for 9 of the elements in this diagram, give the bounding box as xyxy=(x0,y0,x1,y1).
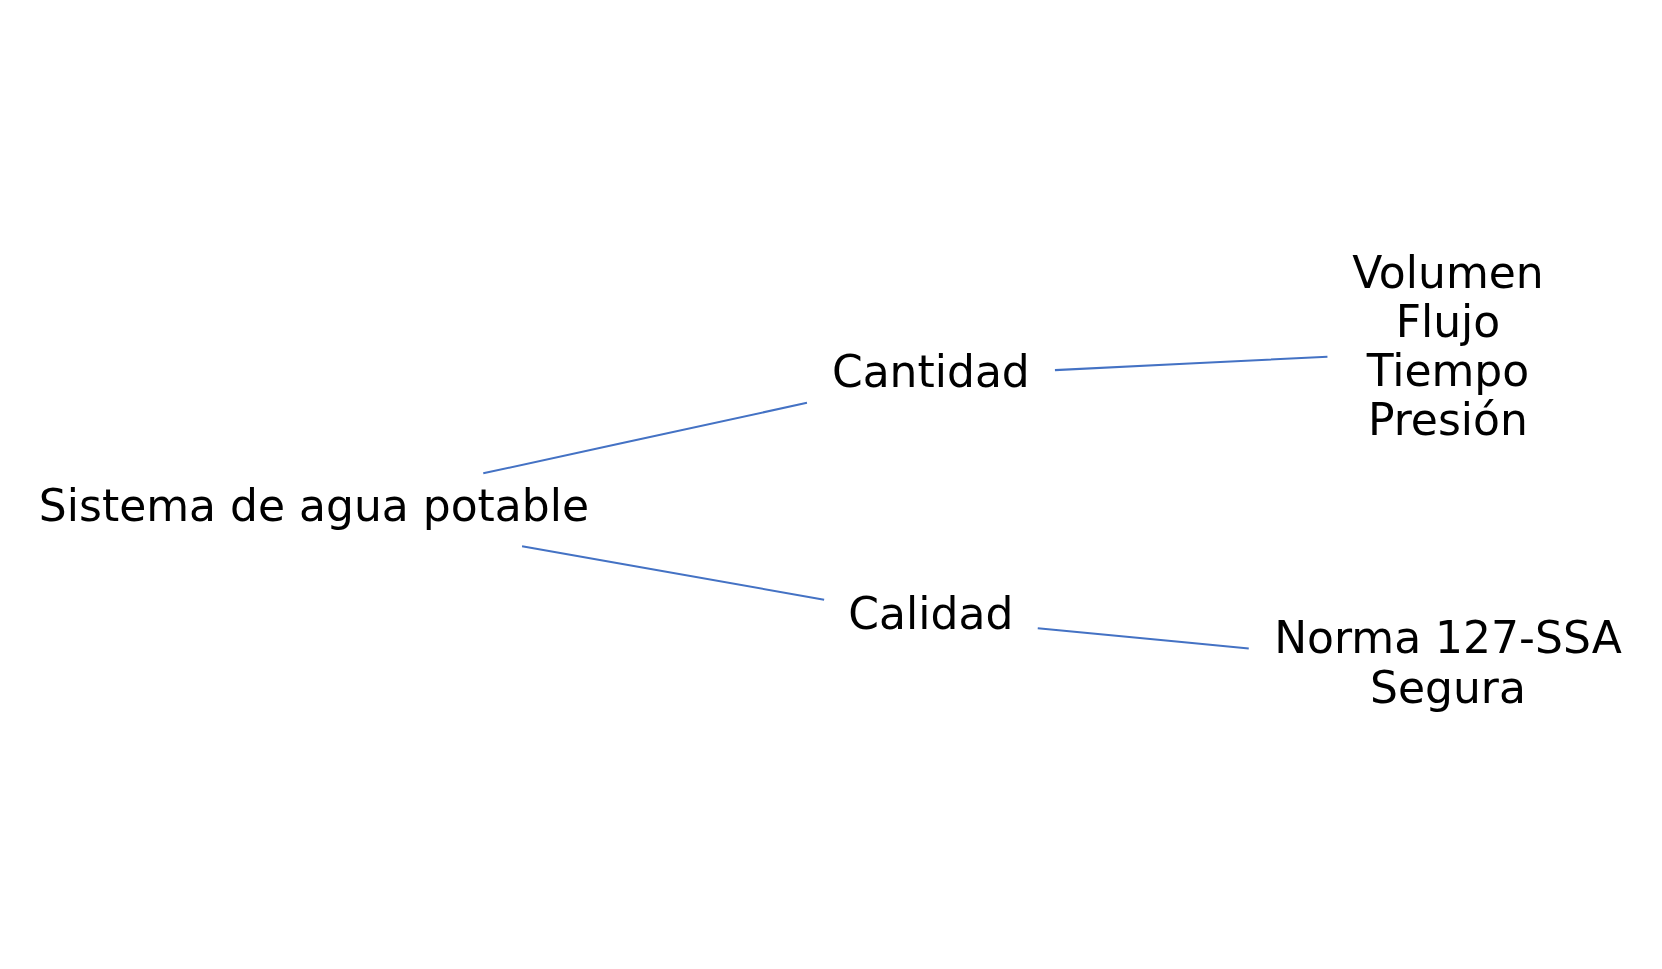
connector xyxy=(521,545,825,601)
node-text: Norma 127-SSA Segura xyxy=(1274,612,1622,713)
node-text: Volumen Flujo Tiempo Presión xyxy=(1352,246,1544,446)
node-text: Cantidad xyxy=(831,345,1030,397)
node-text: Calidad xyxy=(848,587,1014,639)
connector xyxy=(1054,355,1328,372)
connector xyxy=(1037,627,1249,650)
node-text: Sistema de agua potable xyxy=(38,479,590,531)
connector xyxy=(483,401,808,475)
